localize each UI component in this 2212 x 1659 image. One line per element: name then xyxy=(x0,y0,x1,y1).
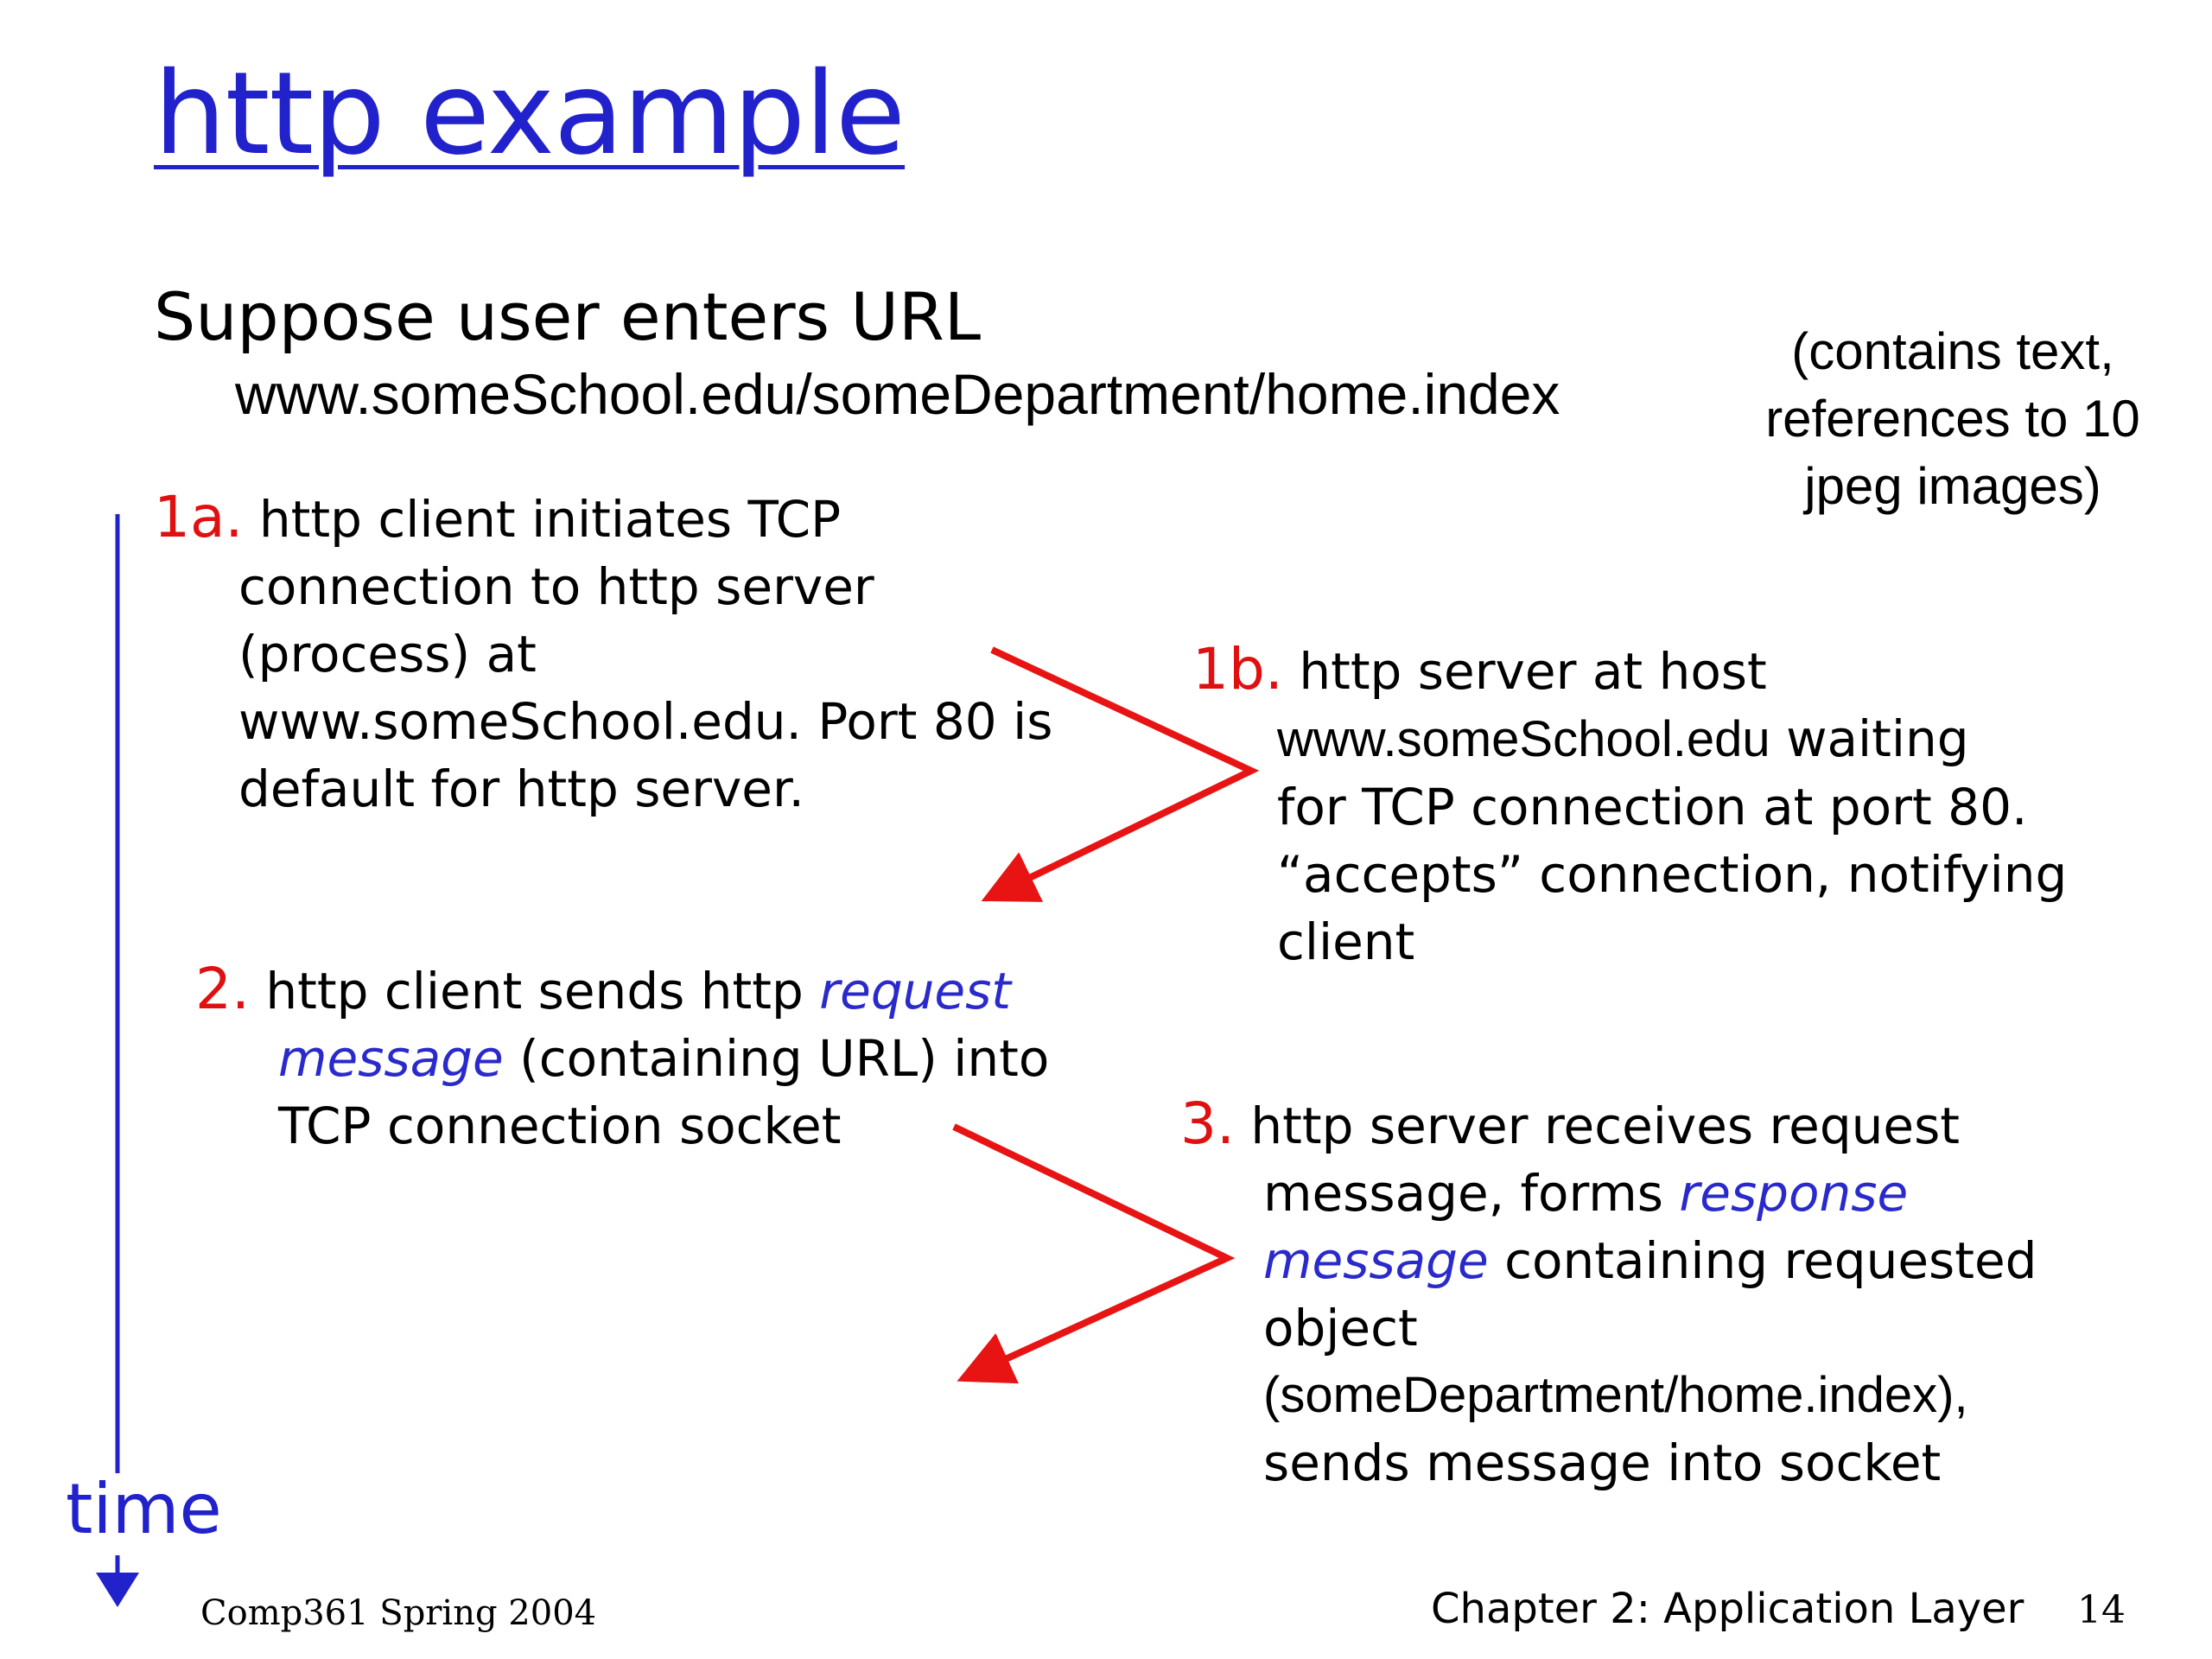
step-text: (containing URL) into xyxy=(503,1029,1050,1088)
step-number: 2. xyxy=(195,956,250,1022)
step-text: containing requested xyxy=(1488,1231,2037,1290)
footer-chapter: Chapter 2: Application Layer xyxy=(1431,1585,2024,1633)
page-number: 14 xyxy=(2077,1588,2126,1632)
intro-text: Suppose user enters URL xyxy=(154,278,982,355)
step-text-line: “accepts” connection, notifying xyxy=(1277,845,2068,904)
step-text: http client sends http xyxy=(265,962,820,1020)
step-text-line: (process) at xyxy=(238,625,537,683)
step-3: 3. http server receives request message,… xyxy=(1180,1090,2037,1497)
example-url: www.someSchool.edu/someDepartment/home.i… xyxy=(235,362,1560,426)
content-note-line: jpeg images) xyxy=(1804,457,2101,515)
emphasis-text: request xyxy=(819,962,1012,1020)
step-text-line: www.someSchool.edu. Port 80 is xyxy=(238,692,1053,751)
step-text: message, forms xyxy=(1263,1164,1680,1223)
content-note-line: (contains text, xyxy=(1791,322,2114,380)
step-1a: 1a. http client initiates TCP connection… xyxy=(154,484,1052,823)
step-text-line: for TCP connection at port 80. xyxy=(1277,778,2028,836)
host-name: www.someSchool.edu xyxy=(1277,711,1770,767)
slide-title: http example xyxy=(154,48,906,181)
step-text-line: object xyxy=(1263,1299,1418,1357)
step-text-line: TCP connection socket xyxy=(278,1096,842,1155)
emphasis-text: message xyxy=(1263,1231,1489,1290)
request-response-arrow xyxy=(952,1123,1236,1384)
step-text-line: http client initiates TCP xyxy=(258,490,842,549)
step-text-line: (someDepartment/home.index), xyxy=(1263,1367,1968,1423)
step-1b: 1b. http server at host www.someSchool.e… xyxy=(1192,636,2067,976)
step-number: 1b. xyxy=(1192,636,1283,702)
emphasis-text: message xyxy=(278,1029,504,1088)
step-text-line: http server receives request xyxy=(1250,1096,1961,1155)
step-2: 2. http client sends http request messag… xyxy=(195,956,1049,1160)
emphasis-text: response xyxy=(1679,1164,1909,1223)
tcp-connect-arrow xyxy=(981,646,1260,902)
step-text-line: default for http server. xyxy=(238,760,804,818)
step-text-line: http server at host xyxy=(1299,642,1767,701)
content-note: (contains text, references to 10 jpeg im… xyxy=(1711,318,2195,520)
step-text-line: connection to http server xyxy=(238,557,874,616)
footer-course: Comp361 Spring 2004 xyxy=(200,1593,597,1633)
step-text-line: sends message into socket xyxy=(1263,1433,1942,1492)
step-text-line: client xyxy=(1277,912,1415,971)
content-note-line: references to 10 xyxy=(1765,390,2140,448)
step-number: 1a. xyxy=(154,484,244,550)
time-label: time xyxy=(66,1469,222,1549)
step-number: 3. xyxy=(1180,1090,1235,1157)
step-text: waiting xyxy=(1770,709,1969,768)
